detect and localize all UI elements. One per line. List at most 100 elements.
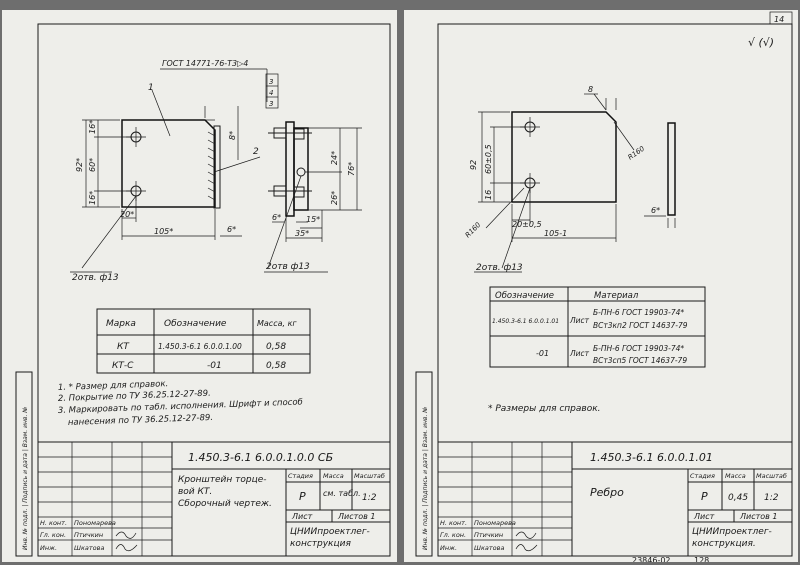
margin-stamp [15,371,33,557]
corner-number: 14 [774,15,784,24]
part-number-4: 4 [269,89,273,97]
table-header-material: Материал [594,291,639,301]
mass-value: см. табл. [323,489,361,498]
title-name-line: Сборочный чертеж. [178,499,272,509]
table-cell: ВСт3кп2 ГОСТ 14637-79 [593,321,688,330]
role-label: Инж. [440,544,457,552]
dim-105: 105-1 [544,229,567,238]
holes-callout: 2отв. ф13 [476,263,523,273]
title-name-line: вой КТ. [178,487,212,497]
part-number-3-top: 3 [269,78,273,86]
col-header-scale: Масштаб [756,472,787,480]
org-name-line: ЦНИИпроектлег- [692,527,772,537]
role-label: Гл. кон. [440,531,466,539]
dim-6-side: 6* [272,213,281,222]
leader-lines [70,68,268,273]
leader-label-1: 1 [148,83,154,93]
table-header-mass: Масса, кг [257,319,297,328]
part-number-3-bottom: 3 [269,100,273,108]
front-view-dimensions [82,106,242,240]
corner-number-box [769,11,793,25]
side-view-dimensions [264,127,362,273]
right-drawing-sheet: 14 √ (√) 8 R160 92 60±0,5 16 R160 20±0, [404,10,798,562]
dim-92: 92 [469,160,478,170]
table-cell: -01 [536,349,549,358]
org-name-line: ЦНИИпроектлег- [290,527,370,537]
col-header-stage: Стадия [288,472,313,480]
person-name: Птичкин [74,531,103,539]
dim-20: 20±0,5 [512,220,542,229]
table-cell: -01 [207,361,222,371]
side-view-flange [285,121,295,217]
table-header-designation: Обозначение [495,291,554,301]
col-header-scale: Масштаб [354,472,385,480]
stage-value: Р [299,490,306,503]
dim-24: 24* [330,151,339,165]
person-name: Птичкин [474,531,503,539]
dim-6: 6* [651,206,660,215]
side-view-rib [293,127,309,211]
marking-table [96,308,311,374]
table-cell: Б-ПН-6 ГОСТ 19903-74* [593,308,684,317]
holes-callout-right: 2отв ф13 [266,262,310,272]
title-name: Ребро [590,486,624,499]
table-cell: 0,58 [266,361,286,371]
rib-dimensions [474,93,676,273]
bolts [268,127,312,198]
col-header-mass: Масса [725,472,746,480]
right-sheet-graphics: 14 √ (√) 8 R160 92 60±0,5 16 R160 20±0, [415,11,793,562]
note-line: 1. * Размер для справок. [58,379,169,393]
table-cell: Лист [569,349,590,358]
dim-35: 35* [295,229,309,238]
org-name-line: конструкция. [692,539,756,549]
org-name-line: конструкция [290,539,351,549]
table-cell: 0,58 [266,342,286,352]
col-header-stage: Стадия [690,472,715,480]
gost-weld-callout: ГОСТ 14771-76-Т3▷4 [162,59,248,68]
role-label: Н. конт. [440,519,467,527]
dim-15: 15* [306,215,320,224]
sheets-label: Листов 1 [337,512,376,521]
scale-value: 1:2 [362,493,377,503]
dim-16: 16 [484,190,493,200]
table-cell: КТ [117,342,130,352]
dim-20: 20* [120,210,134,219]
table-header-mark: Марка [106,319,136,329]
scale-value: 1:2 [764,493,779,503]
sheet-label: Лист [291,512,313,521]
dim-r160-left: R160 [464,220,483,239]
left-sheet-graphics: ГОСТ 14771-76-Т3▷4 3 4 3 1 2 16* 60* 92*… [15,23,391,557]
mass-value: 0,45 [728,493,748,503]
signature-2 [515,544,538,552]
signature-2 [115,544,138,552]
margin-stamp [415,371,433,557]
dim-8: 8 [588,85,593,94]
dim-16-top: 16* [88,120,97,134]
dim-92: 92* [75,158,84,172]
dim-76: 76* [347,162,356,176]
table-cell: 1.450.3-6.1 6.0.0.1.01 [492,318,559,325]
person-name: Пономарева [474,519,516,527]
rib-plate-outline [511,111,617,203]
person-name: Пономарева [74,519,116,527]
table-cell: КТ-С [112,361,134,371]
doc-code: 1.450.3-6.1 6.0.0.1.0.0 СБ [188,451,333,464]
title-block [37,441,391,557]
role-label: Гл. кон. [40,531,66,539]
title-block [437,441,793,557]
title-name-line: Кронштейн торце- [178,475,266,485]
sheet-label: Лист [693,512,715,521]
note-line: * Размеры для справок. [488,404,601,414]
part-number-stack [265,73,279,109]
dim-60: 60±0,5 [484,144,493,174]
stage-value: Р [701,490,708,503]
table-cell: ВСт3сп5 ГОСТ 14637-79 [593,356,687,365]
margin-stamp-text: Инв. № подл. | Подпись и дата | Взам. ин… [22,406,29,550]
page-number: 128 [694,556,709,562]
left-drawing-sheet: ГОСТ 14771-76-Т3▷4 3 4 3 1 2 16* 60* 92*… [2,10,397,562]
person-name: Шкатова [474,544,504,552]
signature-1 [115,531,137,539]
doc-code: 1.450.3-6.1 6.0.0.1.01 [590,451,713,464]
signature-1 [515,531,537,539]
sheets-label: Листов 1 [739,512,778,521]
